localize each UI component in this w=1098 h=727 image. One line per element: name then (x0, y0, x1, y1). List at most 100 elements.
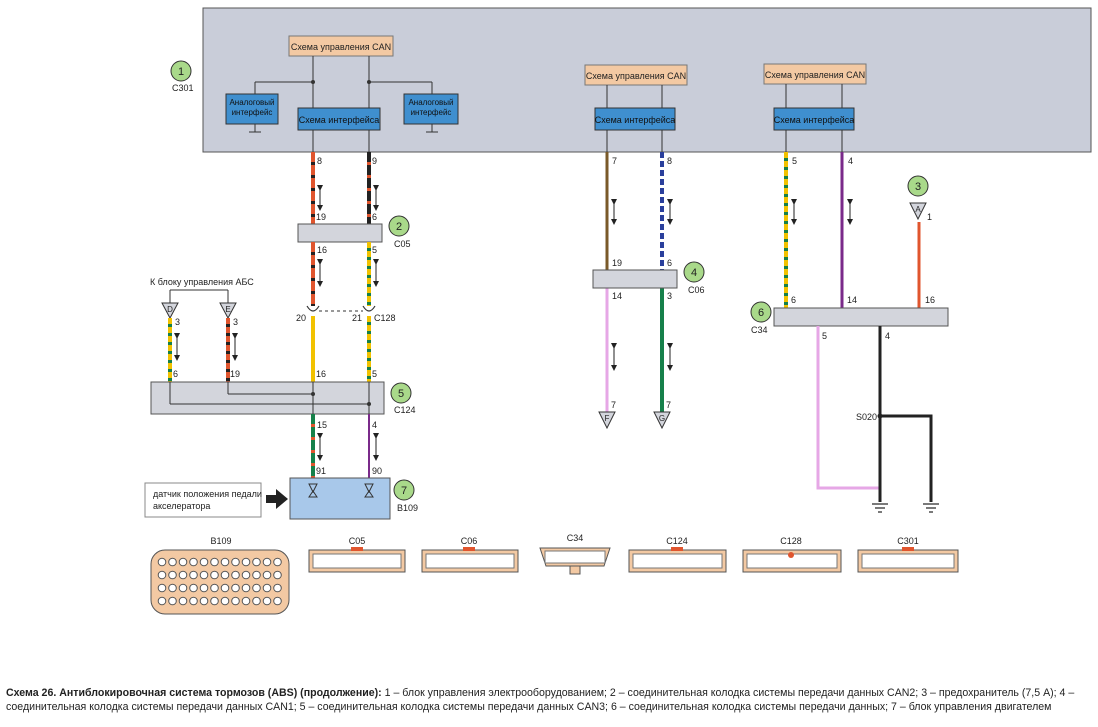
analog-left-line1: Аналоговый (229, 98, 274, 107)
analog-interface-left (225, 93, 279, 125)
c06-pin-3: 3 (667, 291, 672, 301)
m1-pin-9: 9 (372, 156, 377, 166)
fuse-terminal-a (909, 202, 927, 221)
can-label-2: Схема управления CAN (586, 71, 686, 81)
b109-pin-hole (210, 570, 219, 580)
b109-pin-hole (189, 557, 198, 567)
badge-3 (907, 175, 929, 197)
engine-control-unit (289, 477, 391, 520)
b109-pin-hole (178, 596, 188, 606)
b109-pin-hole (252, 557, 261, 567)
pedal-sensor-line1: датчик положения педали (153, 489, 262, 499)
fuse-letter: A (915, 205, 921, 214)
module-1-code: C301 (172, 83, 194, 93)
footprint-c06: C06 (421, 536, 519, 573)
terminal-f (598, 411, 616, 430)
pedal-sensor-line2: акселератора (153, 501, 210, 511)
c06-pin-14: 14 (612, 291, 622, 301)
c124-code: C124 (394, 405, 416, 415)
wires-c05-c128 (311, 242, 371, 306)
badge-2 (388, 215, 410, 237)
b109-pin-hole (231, 596, 240, 606)
b109-pin-hole (199, 583, 209, 593)
badge-3-number: 3 (915, 181, 921, 193)
footprint-c34-label: C34 (567, 533, 584, 543)
c124-pin-15: 15 (317, 420, 327, 430)
b109-pin-hole (157, 557, 167, 567)
c34-code: C34 (751, 325, 768, 335)
b109-pin-hole (262, 557, 272, 567)
b109-pin-hole (252, 583, 261, 593)
splice-label: S020 (856, 412, 877, 422)
b109-pin-hole (178, 570, 188, 580)
b109-pin-hole (241, 557, 251, 567)
b109-pin-hole (168, 596, 177, 606)
c124-pin-6: 6 (173, 369, 178, 379)
can-label-3-box (763, 63, 867, 85)
c34-pin-6: 6 (791, 295, 796, 305)
b109-pin-91: 91 (316, 466, 326, 476)
b109-pin-90: 90 (372, 466, 382, 476)
b109-pin-hole (262, 583, 272, 593)
c34-pin-16: 16 (925, 295, 935, 305)
b109-pin-hole (189, 583, 198, 593)
connector-c05 (297, 223, 383, 243)
b109-pin-hole (241, 570, 251, 580)
badge-7-number: 7 (401, 485, 407, 497)
footprint-c06-label: C06 (461, 536, 478, 546)
terminal-f-letter: F (605, 414, 610, 423)
c124-bridges (169, 382, 370, 414)
b109-pin-hole (252, 596, 261, 606)
b109-pin-hole (273, 570, 282, 580)
badge-6-number: 6 (758, 307, 764, 319)
terminal-d-pin: 3 (175, 317, 180, 327)
terminal-d-letter: D (167, 305, 173, 314)
wires-m1-c05 (311, 152, 371, 224)
b109-pin-hole (220, 570, 230, 580)
interface-label-3: Схема интерфейса (774, 115, 855, 125)
footprint-c124-label: C124 (666, 536, 688, 546)
b109-pin-hole (199, 557, 209, 567)
badge-4-number: 4 (691, 267, 697, 279)
footprint-c05-label: C05 (349, 536, 366, 546)
b109-terminal-right (364, 483, 374, 498)
pedal-sensor-label-box (144, 482, 262, 518)
interface-box-3 (773, 107, 855, 131)
c05-pin-16: 16 (317, 245, 327, 255)
b109-pin-hole (273, 583, 282, 593)
wires-can2 (605, 152, 664, 412)
b109-pin-hole (157, 596, 167, 606)
terminal-g-pin: 7 (666, 400, 671, 410)
b109-pin-hole (241, 583, 251, 593)
b109-pin-hole (157, 583, 167, 593)
terminal-e-pin: 3 (233, 317, 238, 327)
c124-pin-5: 5 (372, 369, 377, 379)
footprint-b109: B109 (150, 536, 290, 615)
b109-pin-hole (273, 596, 282, 606)
b109-pin-hole (220, 596, 230, 606)
footprint-c05: C05 (308, 536, 406, 573)
b109-pin-hole (273, 557, 282, 567)
fuse-pin: 1 (927, 212, 932, 222)
c06-code: C06 (688, 285, 705, 295)
b109-pin-hole (178, 583, 188, 593)
can2-pin-7: 7 (612, 156, 617, 166)
can3-pin-4: 4 (848, 156, 853, 166)
footprint-c301-label: C301 (897, 536, 919, 546)
footprint-c34: C34 (539, 533, 611, 575)
b109-code: B109 (397, 503, 418, 513)
ground-icon (872, 503, 939, 513)
b109-terminal-left (308, 483, 318, 498)
c34-pin-14: 14 (847, 295, 857, 305)
terminal-g (653, 411, 671, 430)
c06-pin-6: 6 (667, 258, 672, 268)
analog-right-line2: интерфейс (411, 108, 452, 117)
connector-c34 (773, 307, 949, 327)
badge-5-number: 5 (398, 388, 404, 400)
b109-pin-hole (178, 557, 188, 567)
badge-7 (393, 479, 415, 501)
interface-box-2 (594, 107, 676, 131)
connector-c128 (306, 305, 376, 312)
badge-1 (170, 60, 192, 82)
badge-4 (683, 261, 705, 283)
